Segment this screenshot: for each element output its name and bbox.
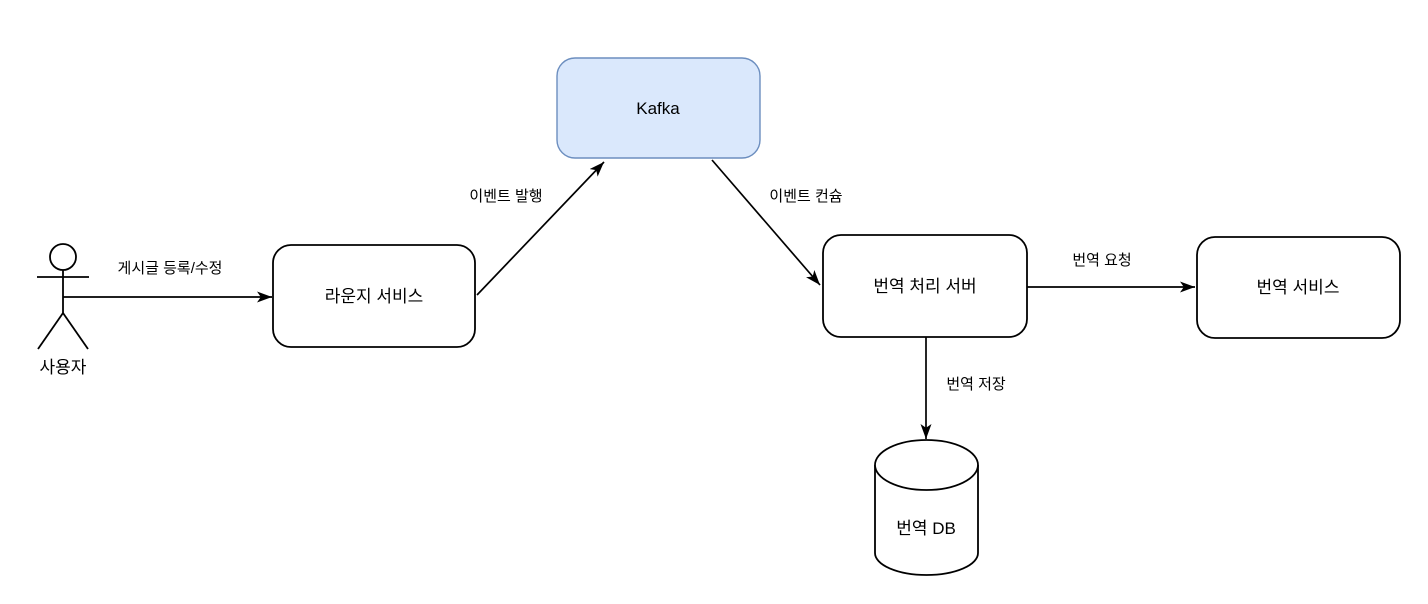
edge-label-kafka-to-worker: 이벤트 컨슘: [769, 188, 842, 205]
node-translation-service: 번역 서비스: [1196, 236, 1401, 339]
edge-kafka-to-worker: [711, 159, 821, 286]
node-kafka: Kafka: [556, 57, 761, 159]
node-translation-db: 번역 DB: [874, 439, 979, 576]
user-actor: 사용자: [37, 243, 89, 377]
node-kafka-label: Kafka: [636, 99, 680, 118]
node-lounge-service-box: [272, 244, 476, 348]
edge-label-user-to-lounge: 게시글 등록/수정: [118, 260, 223, 277]
node-translation-worker-label: 번역 처리 서버: [873, 277, 976, 296]
node-lounge-service: 라운지 서비스: [272, 244, 476, 348]
node-kafka-box: [556, 57, 761, 159]
edge-label-worker-to-service: 번역 요청: [1072, 252, 1131, 269]
edge-label-lounge-to-kafka: 이벤트 발행: [469, 188, 542, 205]
edge-lounge-to-kafka: [476, 161, 605, 296]
actor-leg-left: [37, 312, 64, 350]
node-lounge-service-label: 라운지 서비스: [325, 287, 424, 306]
diagram-nodes: 라운지 서비스 Kafka 번역 처리 서버 번역 서비스 번역 DB: [272, 57, 1401, 576]
node-translation-worker: 번역 처리 서버: [822, 234, 1028, 338]
node-translation-worker-box: [822, 234, 1028, 338]
node-translation-db-cylinder-body: [874, 465, 979, 576]
actor-head: [49, 243, 77, 271]
actor-leg-right: [62, 312, 89, 350]
node-translation-db-label: 번역 DB: [896, 519, 956, 538]
edge-label-worker-to-db: 번역 저장: [946, 376, 1006, 393]
actor-label: 사용자: [40, 358, 87, 377]
node-translation-service-label: 번역 서비스: [1257, 278, 1340, 297]
diagram-edges: 게시글 등록/수정 이벤트 발행 이벤트 컨슘 번역 요청 번역 저장: [63, 159, 1195, 439]
node-translation-db-cylinder-top: [874, 439, 979, 491]
node-translation-service-box: [1196, 236, 1401, 339]
